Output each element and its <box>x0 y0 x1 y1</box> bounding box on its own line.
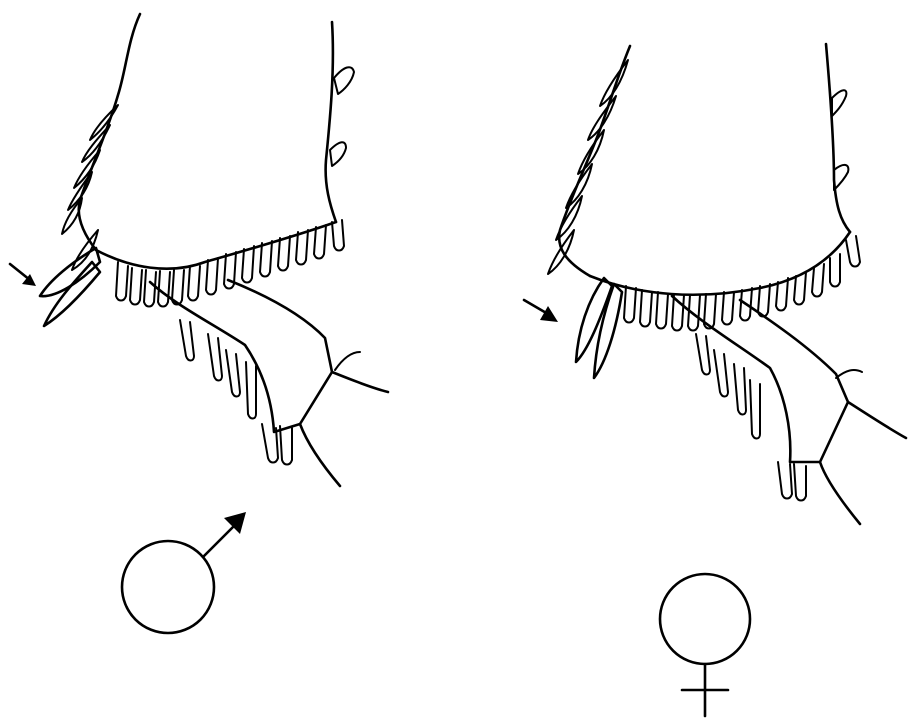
female-panel <box>524 44 906 716</box>
pointer-arrow <box>524 300 558 322</box>
female-setae <box>548 60 860 501</box>
male-panel <box>10 14 388 633</box>
pointer-arrow <box>10 264 36 286</box>
male-symbol <box>122 512 246 633</box>
female-symbol <box>660 574 750 716</box>
